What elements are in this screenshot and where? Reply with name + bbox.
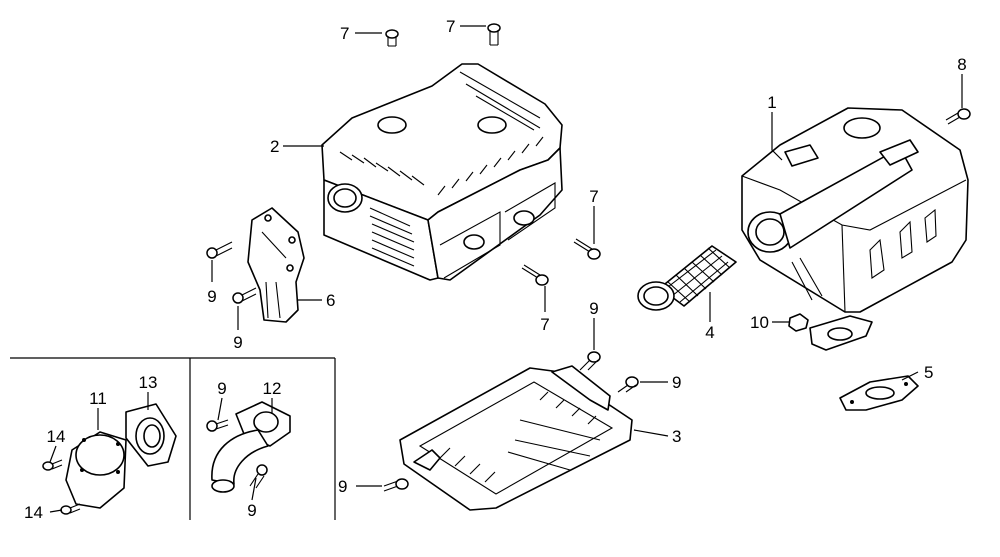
bolt-7-lower[interactable] [521, 264, 549, 286]
callout-labels: 7 7 2 1 8 7 7 9 9 6 4 10 5 9 9 3 9 11 13… [24, 17, 967, 522]
callout-7: 7 [340, 24, 349, 43]
outlet-cap[interactable] [65, 431, 127, 509]
callout-9: 9 [217, 379, 226, 398]
bolt-9-inset-lower[interactable] [249, 464, 268, 489]
spark-arrester[interactable] [637, 245, 737, 311]
callout-7: 7 [446, 17, 455, 36]
bolt-9-stay-right[interactable] [617, 376, 639, 393]
callout-3: 3 [672, 427, 681, 446]
callout-9: 9 [338, 477, 347, 496]
muffler-body[interactable] [741, 107, 969, 351]
elbow-pipe-12[interactable] [211, 401, 291, 493]
callout-1: 1 [767, 93, 776, 112]
bolt-7-top-middle[interactable] [487, 23, 501, 46]
callout-5: 5 [924, 363, 933, 382]
bolt-9-stay-top[interactable] [579, 351, 601, 371]
callout-9: 9 [247, 501, 256, 520]
bolt-9-left-upper[interactable] [206, 241, 233, 259]
inset-frames [10, 357, 336, 520]
bolt-7-right[interactable] [573, 238, 601, 260]
leader-lines [49, 25, 963, 513]
callout-8: 8 [957, 55, 966, 74]
outlet-gasket-13[interactable] [125, 403, 177, 467]
muffler-protector[interactable] [321, 63, 563, 281]
gasket[interactable] [839, 375, 919, 411]
callout-14: 14 [47, 427, 66, 446]
callout-9: 9 [207, 287, 216, 306]
callout-9: 9 [589, 299, 598, 318]
screw-14-lower[interactable] [60, 503, 81, 515]
nut[interactable] [788, 313, 809, 332]
bolt-9-stay-bottom[interactable] [383, 478, 409, 492]
callout-9: 9 [672, 373, 681, 392]
callout-13: 13 [139, 373, 158, 392]
callout-7: 7 [540, 315, 549, 334]
screw-14-upper[interactable] [42, 459, 63, 471]
callout-12: 12 [263, 379, 282, 398]
callout-11: 11 [89, 389, 107, 408]
bolt-7-top-left[interactable] [385, 29, 399, 47]
callout-9: 9 [233, 333, 242, 352]
callout-7: 7 [589, 187, 598, 206]
bolt-9-inset-upper[interactable] [206, 419, 229, 432]
callout-6: 6 [326, 291, 335, 310]
callout-2: 2 [270, 137, 279, 156]
exhaust-deflector[interactable] [247, 207, 305, 323]
muffler-stay[interactable] [399, 365, 633, 511]
callout-14: 14 [24, 503, 43, 522]
bolt-8[interactable] [945, 108, 971, 125]
bolt-9-left-lower[interactable] [232, 287, 257, 304]
callout-10: 10 [750, 313, 769, 332]
callout-4: 4 [705, 323, 714, 342]
